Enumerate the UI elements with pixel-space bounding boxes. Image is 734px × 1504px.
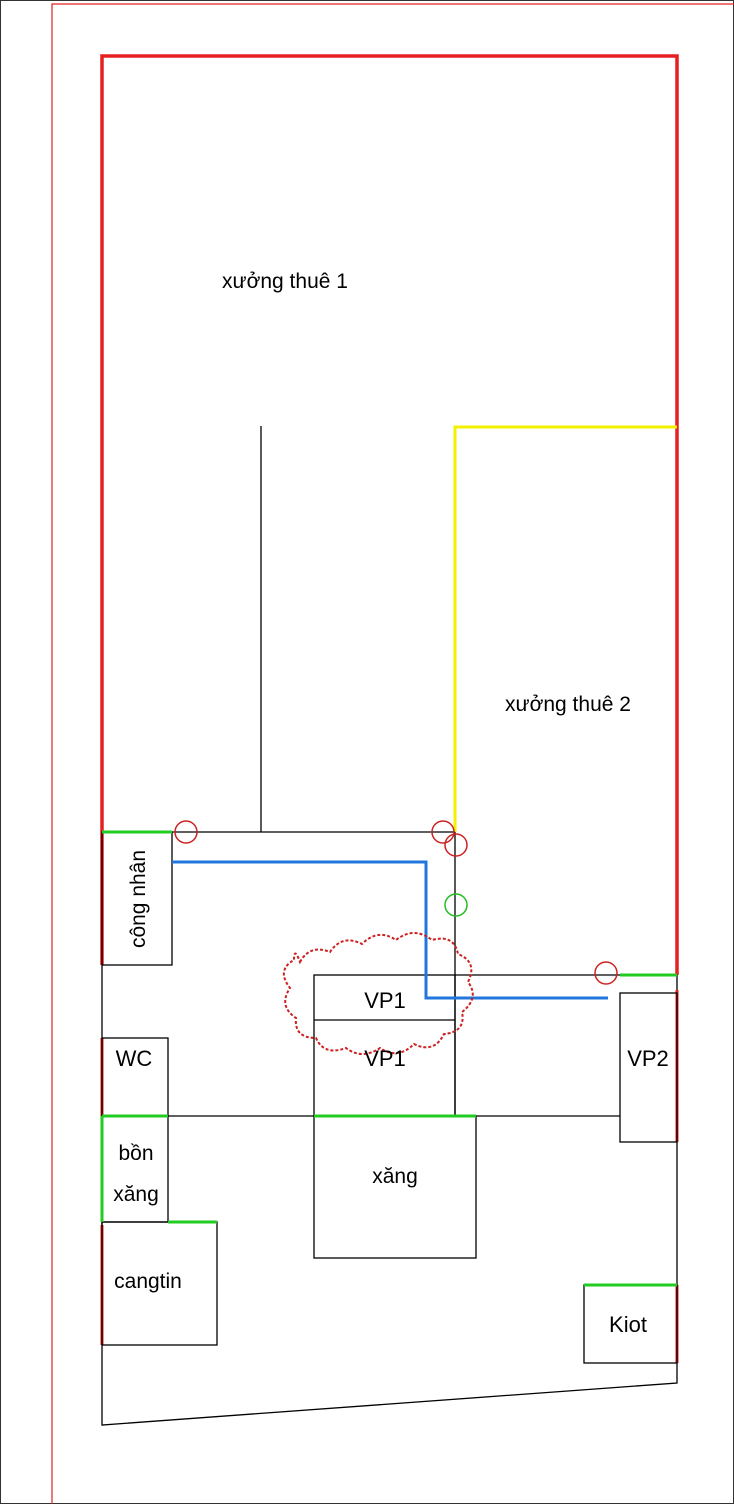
label-worker-room: công nhân [127, 850, 150, 948]
fuel-tank-box [101, 1115, 169, 1223]
canteen-box [101, 1221, 218, 1346]
label-canteen: cangtin [114, 1270, 182, 1293]
site-boundary [101, 55, 678, 1426]
vp2-box [619, 992, 678, 1143]
label-fuel-tank-2: xăng [113, 1183, 159, 1206]
yellow-wall [453, 425, 677, 832]
outer-border-red [51, 3, 734, 1504]
blue-route [172, 860, 608, 1000]
label-fuel-tank-1: bồn [118, 1142, 153, 1165]
red-circle-marker [594, 961, 618, 985]
revision-cloud-icon [283, 932, 474, 1055]
red-circle-marker [431, 820, 455, 844]
label-wc: WC [116, 1046, 153, 1071]
label-gas-station: xăng [372, 1165, 418, 1188]
label-workshop-2: xưởng thuê 2 [505, 693, 631, 716]
label-kiosk: Kiot [609, 1312, 647, 1337]
red-circle-marker [174, 820, 198, 844]
green-circle-marker [444, 893, 468, 917]
red-circle-marker [444, 833, 468, 857]
label-workshop-1: xưởng thuê 1 [222, 270, 348, 293]
label-vp1-upper: VP1 [364, 988, 406, 1013]
red-wall-perimeter [100, 54, 679, 975]
label-vp1-lower: VP1 [364, 1046, 406, 1071]
label-vp2: VP2 [627, 1046, 669, 1071]
